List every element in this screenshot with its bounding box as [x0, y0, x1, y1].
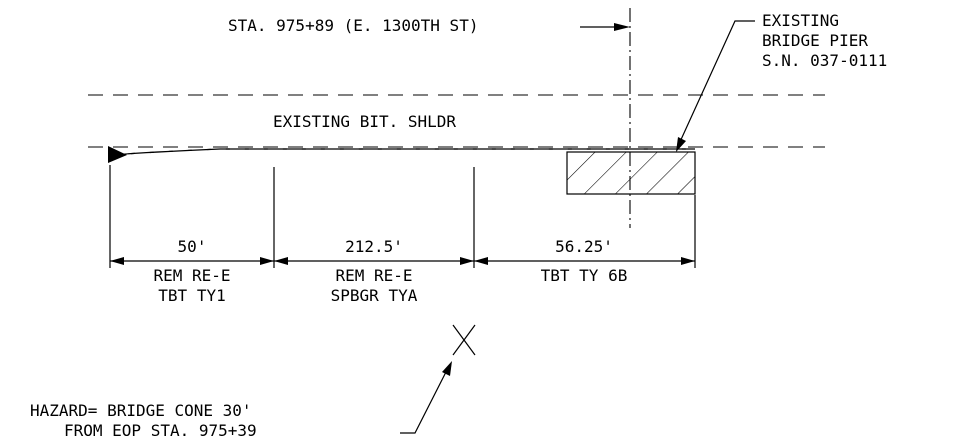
segment-1-length: 50': [178, 237, 207, 256]
segment-3-length: 56.25': [555, 237, 613, 256]
segment-2-desc-line-1: REM RE-E: [335, 266, 412, 285]
pier-note-line-2: BRIDGE PIER: [762, 31, 868, 50]
segment-2-desc-line-2: SPBGR TYA: [331, 286, 418, 305]
pier-note-line-1: EXISTING: [762, 11, 839, 30]
hazard-x-stroke-2: [452, 324, 476, 356]
dim-arrow: [681, 257, 695, 265]
station-leader-arrowhead: [614, 23, 630, 31]
station-label: STA. 975+89 (E. 1300TH ST): [228, 16, 478, 35]
segment-2-length: 212.5': [345, 237, 403, 256]
guardrail-end-terminal: [108, 146, 127, 163]
pier-leader-arrowhead: [676, 137, 686, 152]
pier-leader: [678, 20, 755, 145]
dim-arrow: [474, 257, 488, 265]
dim-arrow: [260, 257, 274, 265]
hazard-note-line-2: FROM EOP STA. 975+39: [64, 421, 257, 440]
segment-1-desc-line-1: REM RE-E: [153, 266, 230, 285]
shoulder-label: EXISTING BIT. SHLDR: [273, 112, 456, 131]
dim-arrow: [110, 257, 124, 265]
hazard-leader-arrowhead: [442, 361, 452, 376]
hazard-note-line-1: HAZARD= BRIDGE CONE 30': [30, 401, 252, 420]
segment-3-desc-line-1: TBT TY 6B: [541, 266, 628, 285]
dim-arrow: [274, 257, 288, 265]
bridge-pier: [566, 151, 696, 195]
pier-note-line-3: S.N. 037-0111: [762, 51, 887, 70]
dim-arrow: [460, 257, 474, 265]
hazard-leader: [400, 369, 448, 434]
segment-1-desc-line-2: TBT TY1: [158, 286, 225, 305]
